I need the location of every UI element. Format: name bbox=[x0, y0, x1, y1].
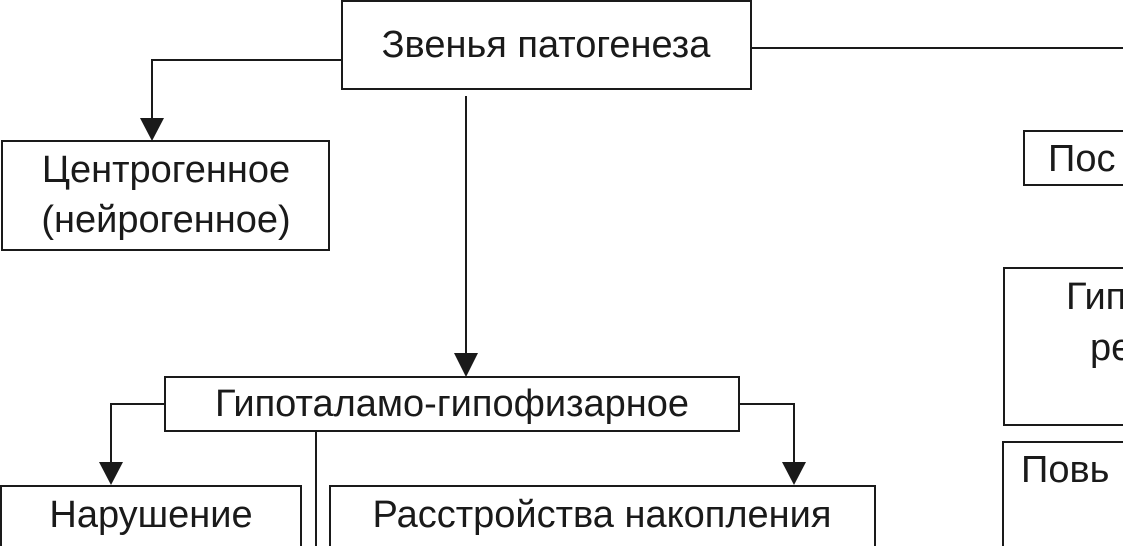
node-centrogenic[interactable]: Центрогенное (нейрогенное) bbox=[1, 140, 330, 251]
node-root-label: Звенья патогенеза bbox=[382, 24, 712, 66]
node-disorder[interactable]: Нарушение bbox=[0, 485, 302, 546]
arrowhead-disorder bbox=[99, 462, 123, 485]
node-right-bottom-label: Повь bbox=[1021, 449, 1109, 491]
node-disorder-line-1: Нарушение bbox=[49, 494, 252, 536]
arrowhead-hypothalamic bbox=[454, 353, 478, 377]
node-hypothalamic-label: Гипоталамо-гипофизарное bbox=[215, 383, 689, 425]
node-centrogenic-line-2: (нейрогенное) bbox=[41, 199, 290, 241]
connector-hypothalamic-disorder bbox=[110, 403, 165, 464]
node-right-top-label: Пос bbox=[1048, 138, 1115, 180]
node-storage-line-1: Расстройства накопления bbox=[373, 494, 832, 536]
arrowhead-storage bbox=[782, 462, 806, 485]
node-right-bottom[interactable]: Повь bbox=[1002, 441, 1123, 546]
node-root[interactable]: Звенья патогенеза bbox=[341, 0, 752, 90]
node-right-mid-line-2: ре bbox=[1090, 327, 1123, 369]
connector-hypothalamic-storage bbox=[739, 403, 795, 464]
node-right-mid-line-1: Гип bbox=[1066, 276, 1123, 318]
arrowhead-centrogenic bbox=[140, 118, 164, 141]
node-right-mid[interactable]: Гип ре bbox=[1003, 267, 1123, 426]
connectors bbox=[99, 47, 1123, 546]
node-storage[interactable]: Расстройства накопления bbox=[329, 485, 876, 546]
node-right-top[interactable]: Пос bbox=[1023, 130, 1123, 186]
connector-root-centrogenic bbox=[151, 59, 342, 120]
node-hypothalamic[interactable]: Гипоталамо-гипофизарное bbox=[164, 376, 740, 432]
node-centrogenic-line-1: Центрогенное bbox=[42, 149, 290, 191]
